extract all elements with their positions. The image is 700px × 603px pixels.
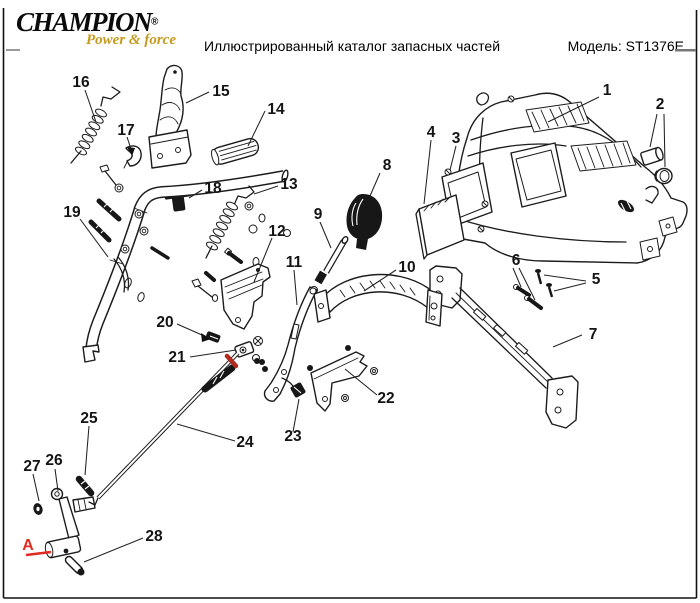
callout-23: 23 <box>284 428 302 445</box>
callout-19: 19 <box>63 204 81 221</box>
part-10-curved-guard <box>313 273 443 327</box>
registered-mark-icon: ® <box>151 16 159 28</box>
part-13-spring <box>205 185 255 259</box>
callout-6: 6 <box>512 252 521 269</box>
callout-2: 2 <box>656 96 665 113</box>
callout-3: 3 <box>452 130 461 147</box>
callout-7: 7 <box>589 326 598 343</box>
callout-17: 17 <box>117 122 134 139</box>
brand-name: CHAMPION <box>16 7 153 37</box>
highlight-a-label: A <box>22 537 34 554</box>
callout-14: 14 <box>267 101 285 118</box>
header-rule-right <box>675 49 696 52</box>
callout-28: 28 <box>145 528 163 545</box>
callout-25: 25 <box>80 410 98 427</box>
callout-22: 22 <box>377 390 394 407</box>
rod-red-mark <box>224 353 239 369</box>
part-26-crank-arm <box>44 487 82 559</box>
highlight-a-leader <box>25 550 52 557</box>
part-28-pin <box>64 555 85 576</box>
callout-27: 27 <box>23 458 40 475</box>
part-2-knobs <box>640 146 673 185</box>
part-23-bushing <box>290 382 306 398</box>
callout-13: 13 <box>280 176 298 193</box>
part-21-clevis <box>234 336 268 372</box>
part-4-cover-panel <box>415 194 465 260</box>
model-label: Модель: ST1376E <box>567 38 684 54</box>
callout-4: 4 <box>427 124 436 141</box>
callout-15: 15 <box>212 83 230 100</box>
callout-10: 10 <box>398 259 415 276</box>
part-20-fastener <box>205 331 221 343</box>
part-25-pin <box>75 475 95 497</box>
callout-18: 18 <box>204 180 222 197</box>
part-24-linkage-rod <box>72 351 240 513</box>
callout-20: 20 <box>156 314 173 331</box>
callout-12: 12 <box>268 223 285 240</box>
part-19-handlebar <box>82 164 291 363</box>
callout-24: 24 <box>236 434 254 451</box>
callout-9: 9 <box>314 206 323 223</box>
brand-logo: CHAMPION® Power & force <box>16 7 186 49</box>
callout-26: 26 <box>45 452 63 469</box>
part-16-spring-hook <box>70 86 121 164</box>
callout-11: 11 <box>286 254 303 271</box>
part-9-shift-rod <box>307 236 349 299</box>
part-15-drive-lever <box>148 64 192 169</box>
part-27-washer <box>33 503 43 515</box>
part-5-screws <box>535 269 554 298</box>
page-title: Иллюстрированный каталог запасных частей <box>203 38 501 54</box>
part-8-shift-knob <box>346 194 383 250</box>
part-22-lower-bracket <box>307 345 378 412</box>
callout-8: 8 <box>383 157 392 174</box>
callouts: 1 2 3 4 5 6 7 8 9 10 11 12 13 14 15 16 1… <box>22 74 664 554</box>
part-1-console-housing <box>446 92 688 264</box>
callout-21: 21 <box>168 349 186 366</box>
callout-16: 16 <box>72 74 90 91</box>
part-11-shift-lever <box>252 286 318 402</box>
brand-tagline: Power & force <box>86 32 176 48</box>
page-border <box>2 8 698 599</box>
header-rule-left <box>6 49 20 51</box>
callout-5: 5 <box>592 271 601 288</box>
part-14-handle-grip <box>211 137 260 166</box>
part-6-bolts <box>513 284 543 310</box>
callout-1: 1 <box>603 82 612 99</box>
leader-lines <box>25 89 666 563</box>
